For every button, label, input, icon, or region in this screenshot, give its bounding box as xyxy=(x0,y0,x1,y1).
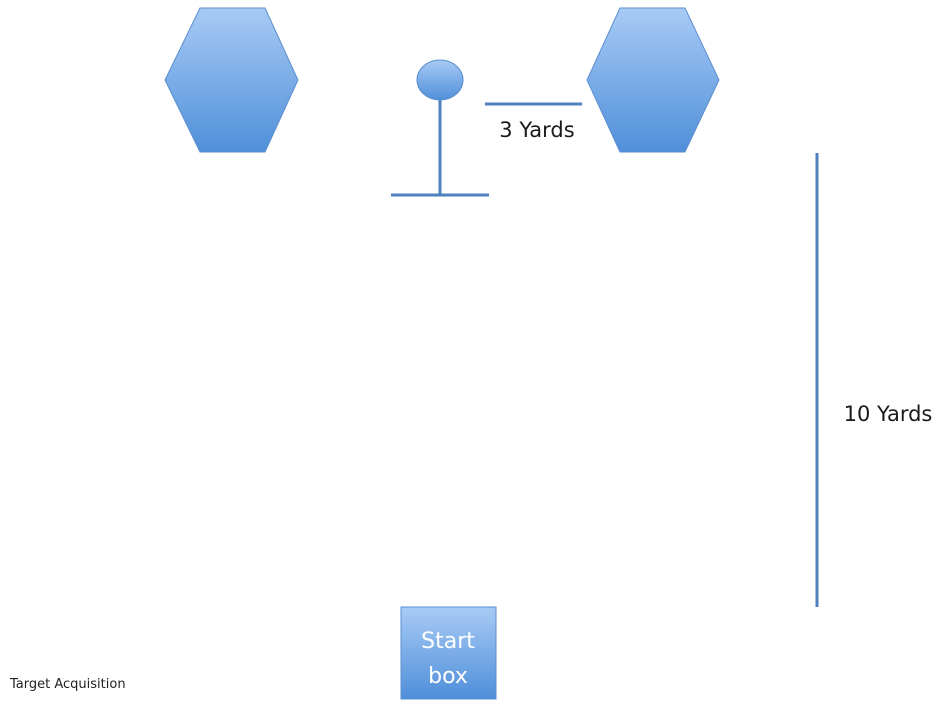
target-ball xyxy=(416,59,464,101)
start-box-rect xyxy=(400,606,497,700)
start-box-label-line1: Start xyxy=(421,629,475,654)
target-stand-icon xyxy=(391,59,489,197)
start-box-label-line2: box xyxy=(428,664,468,689)
start-box: Start box xyxy=(400,606,497,700)
footer-title: Target Acquisition xyxy=(9,677,126,692)
right-hexagon-icon xyxy=(586,7,720,153)
ten-yards-label: 10 Yards xyxy=(844,402,933,426)
left-hexagon-icon xyxy=(164,7,299,153)
three-yards-label: 3 Yards xyxy=(499,118,574,142)
